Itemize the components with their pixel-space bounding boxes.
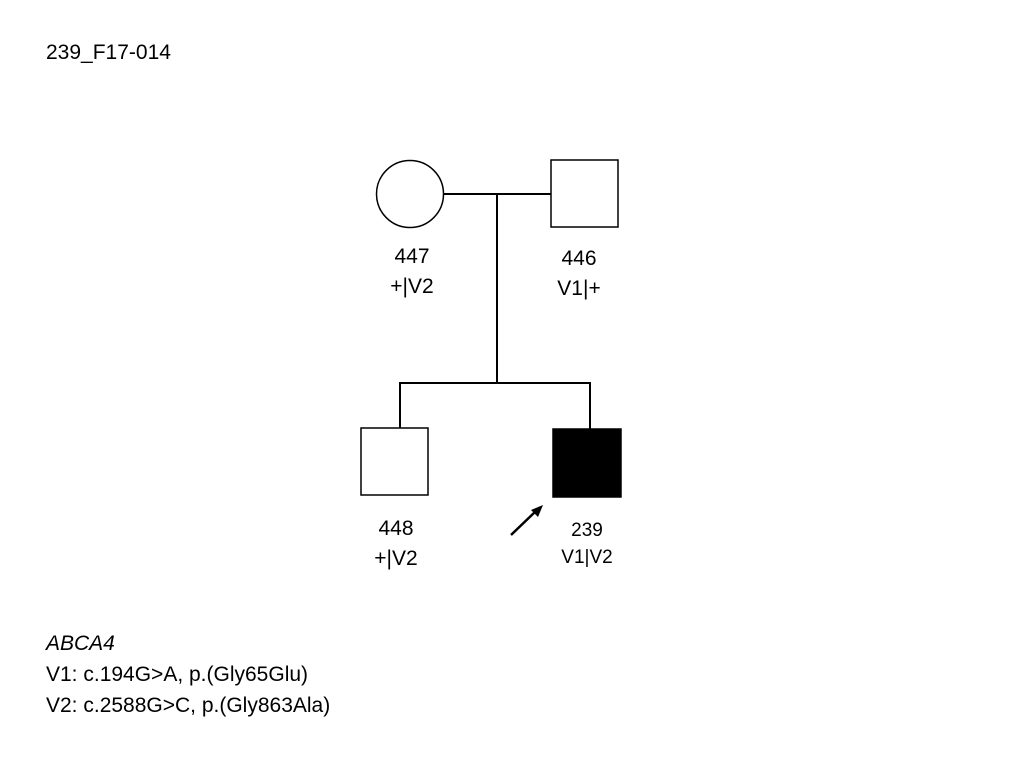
individual-genotype: +|V2 [390, 275, 434, 298]
individual-sibling-label: 448 +|V2 [336, 514, 456, 574]
individual-proband-label: 239 V1|V2 [527, 517, 647, 571]
gene-name: ABCA4 [46, 632, 115, 655]
individual-father-symbol [550, 159, 619, 228]
individual-id: 239 [571, 520, 603, 541]
individual-mother-label: 447 +|V2 [352, 242, 472, 302]
individual-id: 448 [378, 517, 414, 540]
individual-genotype: +|V2 [374, 547, 418, 570]
individual-genotype: V1|V2 [561, 547, 613, 568]
variant-v1: V1: c.194G>A, p.(Gly65Glu) [46, 663, 309, 686]
pedigree-title: 239_F17-014 [46, 41, 171, 64]
individual-id: 447 [394, 245, 430, 268]
variant-v2: V2: c.2588G>C, p.(Gly863Ala) [46, 694, 331, 717]
variant-legend: ABCA4 V1: c.194G>A, p.(Gly65Glu) V2: c.2… [46, 628, 330, 721]
individual-proband-symbol [552, 428, 622, 498]
individual-sibling-symbol [360, 427, 429, 496]
proband-arrow-icon [510, 505, 543, 536]
individual-father-label: 446 V1|+ [519, 244, 639, 304]
individual-mother-symbol [375, 159, 445, 229]
individual-id: 446 [561, 247, 597, 270]
individual-genotype: V1|+ [557, 277, 601, 300]
